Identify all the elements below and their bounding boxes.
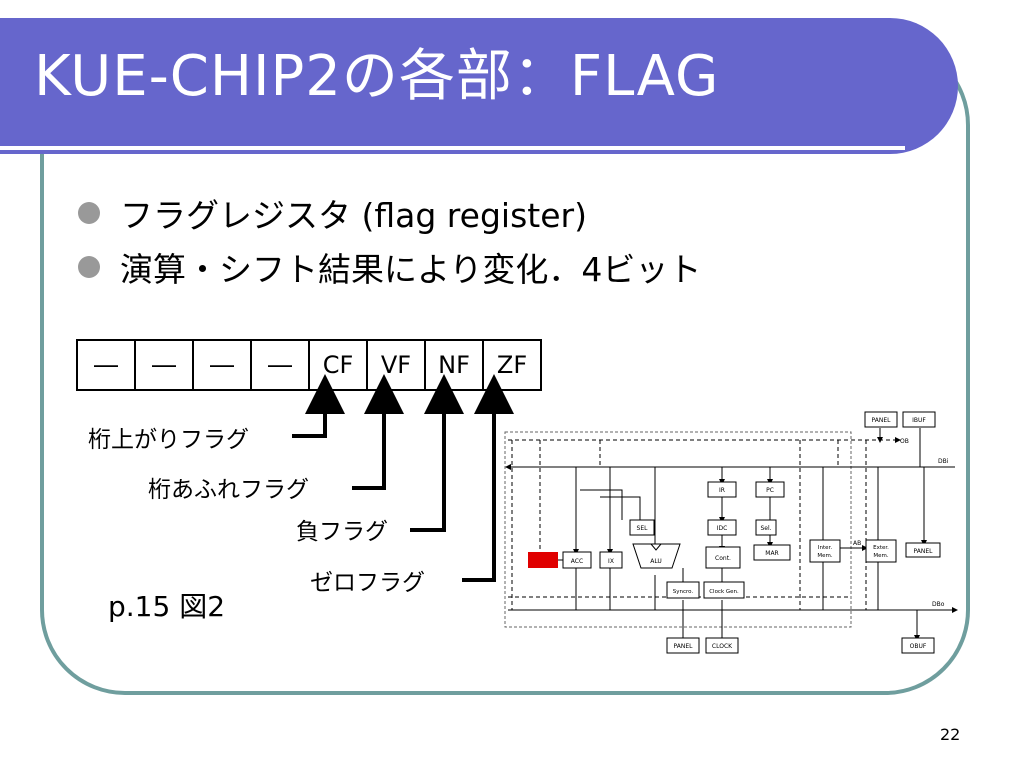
- flag-register-block: [528, 552, 558, 568]
- bullet-dot-icon: [78, 202, 100, 224]
- bullet-text: フラグレジスタ (flag register): [120, 196, 587, 235]
- cont-block: [705, 546, 741, 569]
- panel-bottom-label: PANEL: [674, 643, 694, 650]
- panel-top-label: PANEL: [872, 417, 892, 424]
- acc-block: [562, 551, 592, 569]
- idc-label: IDC: [717, 525, 728, 532]
- bullet-item-2: 演算・シフト結果により変化．4ビット: [78, 245, 701, 289]
- ix-label: IX: [608, 558, 614, 565]
- carry-flag-arrow: [292, 374, 345, 438]
- title-bar: [0, 18, 958, 154]
- alu-label: ALU: [650, 558, 662, 565]
- register-bit-unused: ―: [250, 339, 310, 391]
- negative-flag-arrow: [410, 374, 464, 532]
- exter-mem-label-1: Exter.: [873, 545, 889, 551]
- clock-gen-block: [703, 581, 745, 599]
- page-number: 22: [940, 725, 961, 744]
- alu-block: [632, 543, 681, 569]
- chip-boundary: [504, 431, 852, 628]
- ab-bus-label: AB: [853, 540, 861, 547]
- figure-reference: p.15 図2: [108, 590, 226, 623]
- register-bit-unused: ―: [76, 339, 136, 391]
- exter-mem-label-2: Mem.: [873, 553, 888, 559]
- clock-block: [705, 637, 739, 654]
- mar-block: [753, 544, 791, 561]
- acc-label: ACC: [571, 558, 583, 565]
- sel-block-1: [629, 519, 655, 536]
- inter-mem-label-1: Inter.: [818, 545, 832, 551]
- slide-title: KUE-CHIP2の各部：FLAG: [34, 44, 720, 109]
- pc-label: PC: [766, 487, 774, 494]
- zero-flag-arrow: [462, 374, 514, 582]
- ir-label: IR: [719, 487, 725, 494]
- syncro-block: [666, 581, 700, 599]
- register-bit-unused: ―: [192, 339, 252, 391]
- ibuf-label: IBUF: [912, 417, 926, 424]
- title-underline: [0, 146, 905, 150]
- bullet-item-1: フラグレジスタ (flag register): [78, 191, 587, 235]
- cont-label: Cont.: [715, 555, 731, 562]
- inter-mem-label-2: Mem.: [817, 553, 832, 559]
- zero-flag-label: ゼロフラグ: [310, 570, 425, 596]
- ibuf-block: [902, 411, 936, 428]
- sel-label-1: SEL: [637, 525, 649, 532]
- idc-block: [707, 519, 737, 536]
- dbi-bus-label: DBi: [938, 458, 949, 465]
- carry-flag-label: 桁上がりフラグ: [88, 427, 249, 453]
- clock-gen-label: Clock Gen.: [709, 589, 739, 595]
- dbo-bus-label: DBo: [932, 601, 945, 608]
- ir-block: [707, 481, 737, 498]
- sel-label-2: Sel.: [760, 525, 771, 532]
- bullet-dot-icon: [78, 256, 100, 278]
- obuf-block: [901, 637, 935, 654]
- panel-top-block: [864, 411, 898, 428]
- clock-label: CLOCK: [712, 643, 733, 650]
- obuf-label: OBUF: [910, 643, 927, 650]
- sel-block-2: [755, 519, 777, 536]
- mar-label: MAR: [765, 550, 778, 557]
- panel-right-label: PANEL: [914, 548, 934, 555]
- ob-bus-label: OB: [900, 438, 909, 445]
- negative-flag-label: 負フラグ: [296, 519, 388, 545]
- bullet-text: 演算・シフト結果により変化．4ビット: [120, 250, 702, 289]
- overflow-flag-label: 桁あふれフラグ: [148, 477, 309, 503]
- panel-right-block: [905, 542, 941, 558]
- pc-block: [755, 481, 785, 498]
- ix-block: [599, 551, 623, 569]
- exter-mem-block: [865, 539, 897, 563]
- overflow-flag-arrow: [352, 374, 404, 490]
- inter-mem-block: [809, 539, 841, 563]
- register-bit-unused: ―: [134, 339, 194, 391]
- panel-bottom-block: [666, 637, 700, 654]
- syncro-label: Syncro.: [673, 589, 694, 595]
